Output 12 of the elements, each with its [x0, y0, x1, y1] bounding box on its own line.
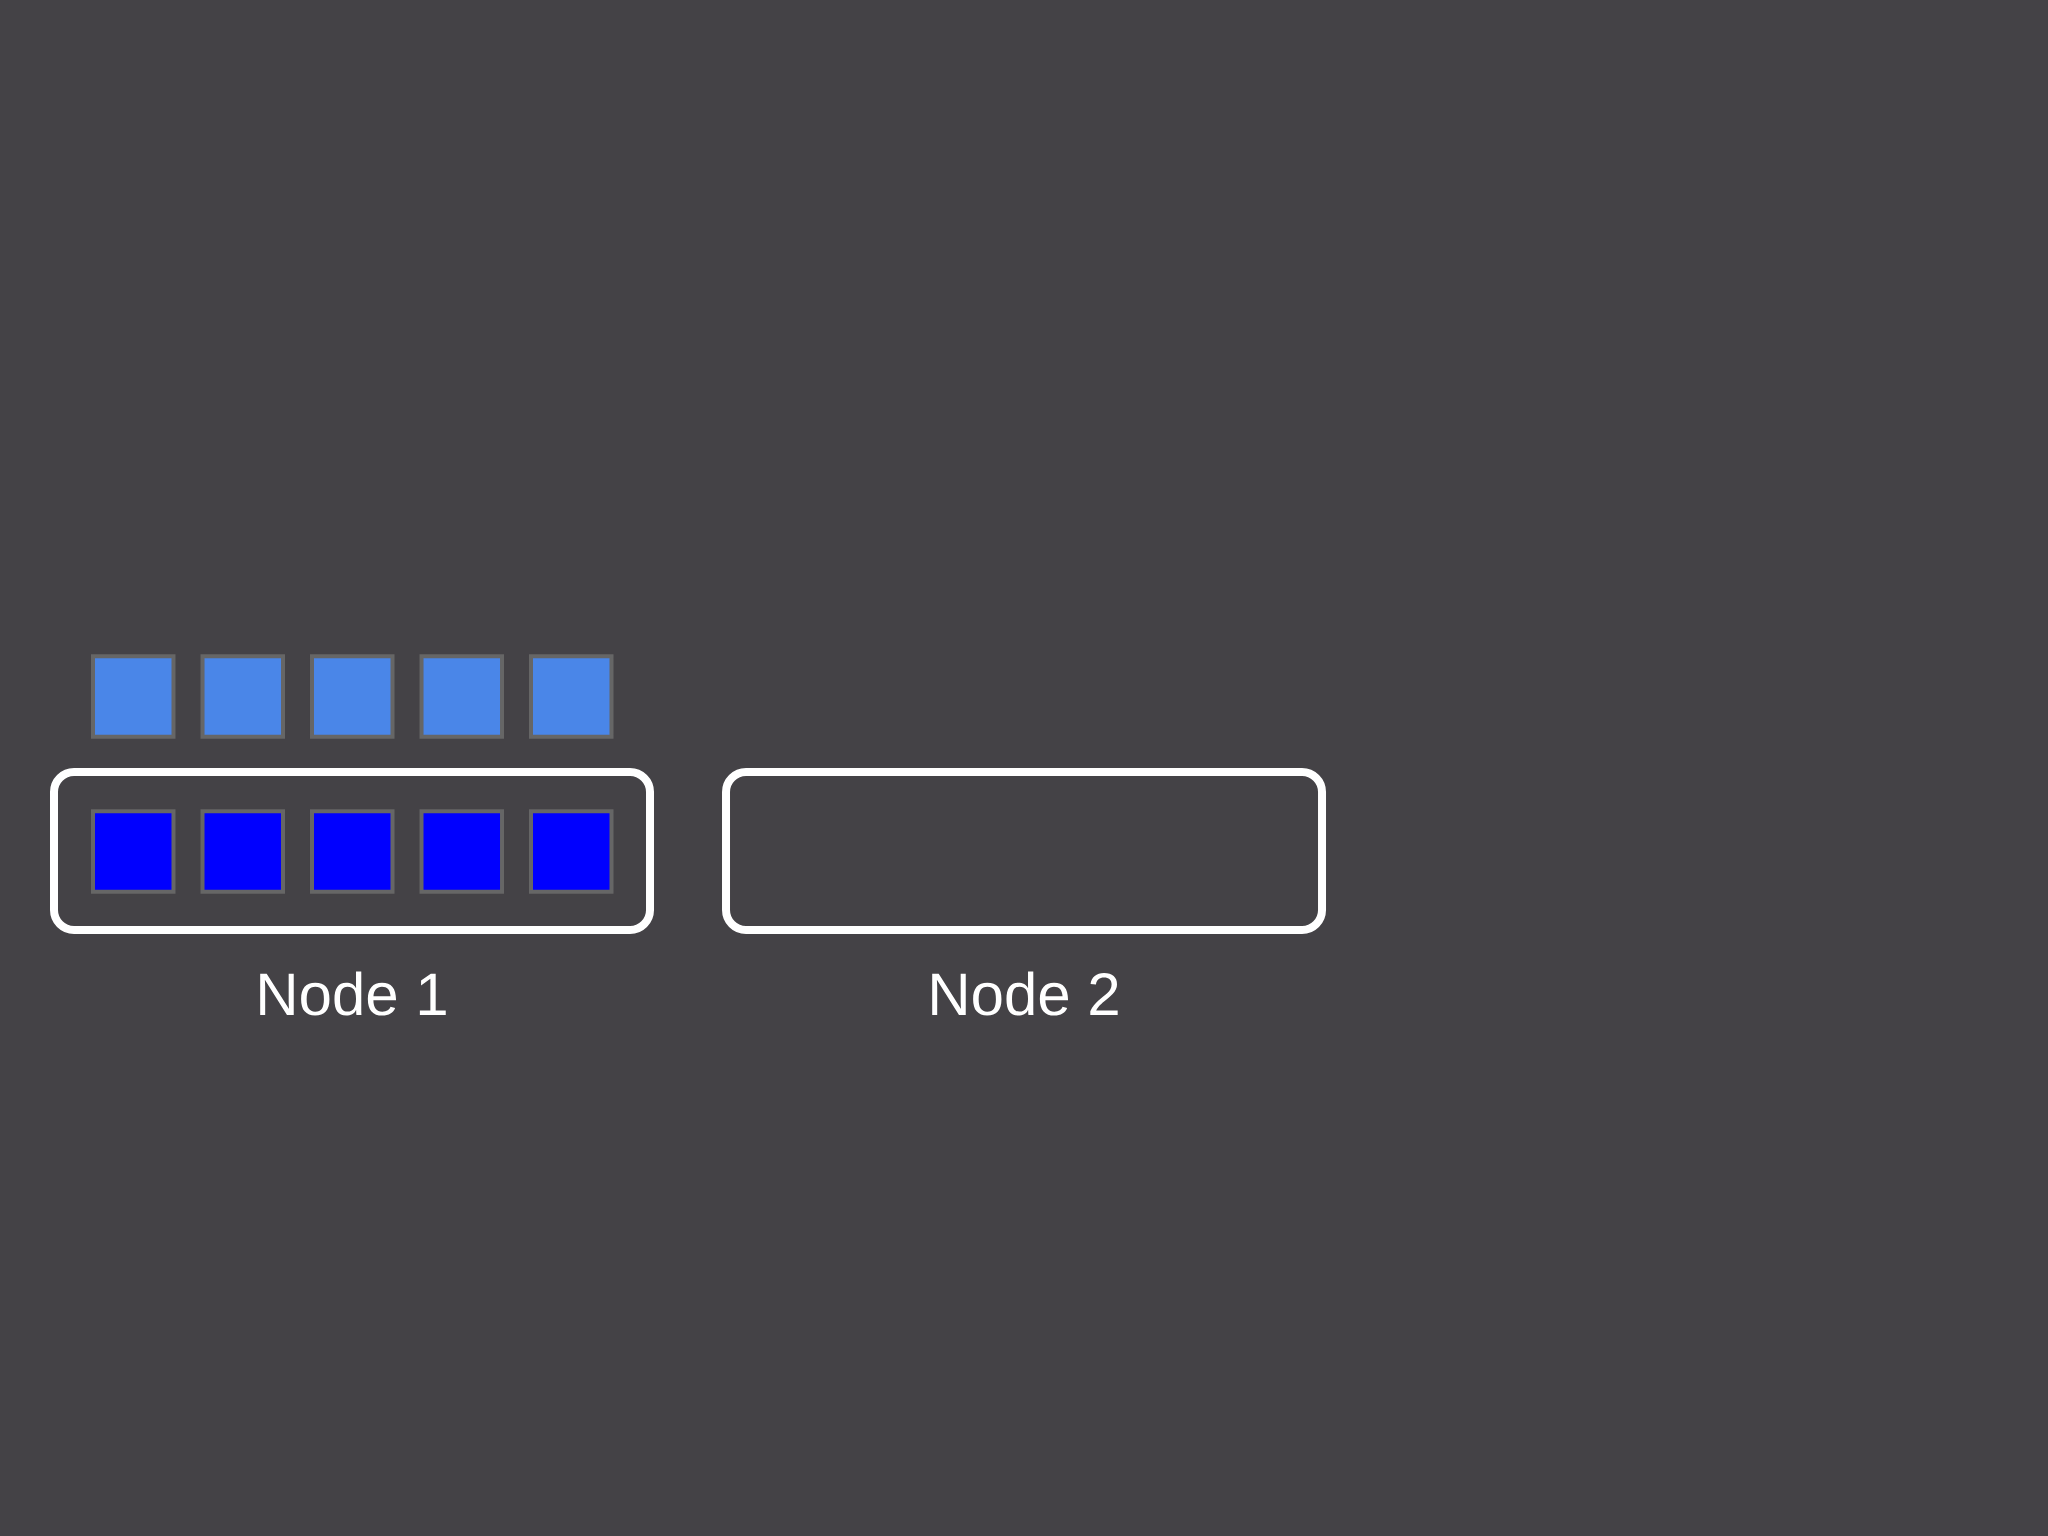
square — [200, 809, 285, 894]
square — [200, 654, 285, 739]
square — [529, 809, 614, 894]
square — [91, 809, 176, 894]
square — [310, 654, 395, 739]
node-label: Node 1 — [260, 971, 446, 1016]
node-label: Node 2 — [932, 971, 1118, 1016]
square — [419, 654, 504, 739]
square — [310, 809, 395, 894]
square — [529, 654, 614, 739]
square — [419, 809, 504, 894]
square — [91, 654, 176, 739]
